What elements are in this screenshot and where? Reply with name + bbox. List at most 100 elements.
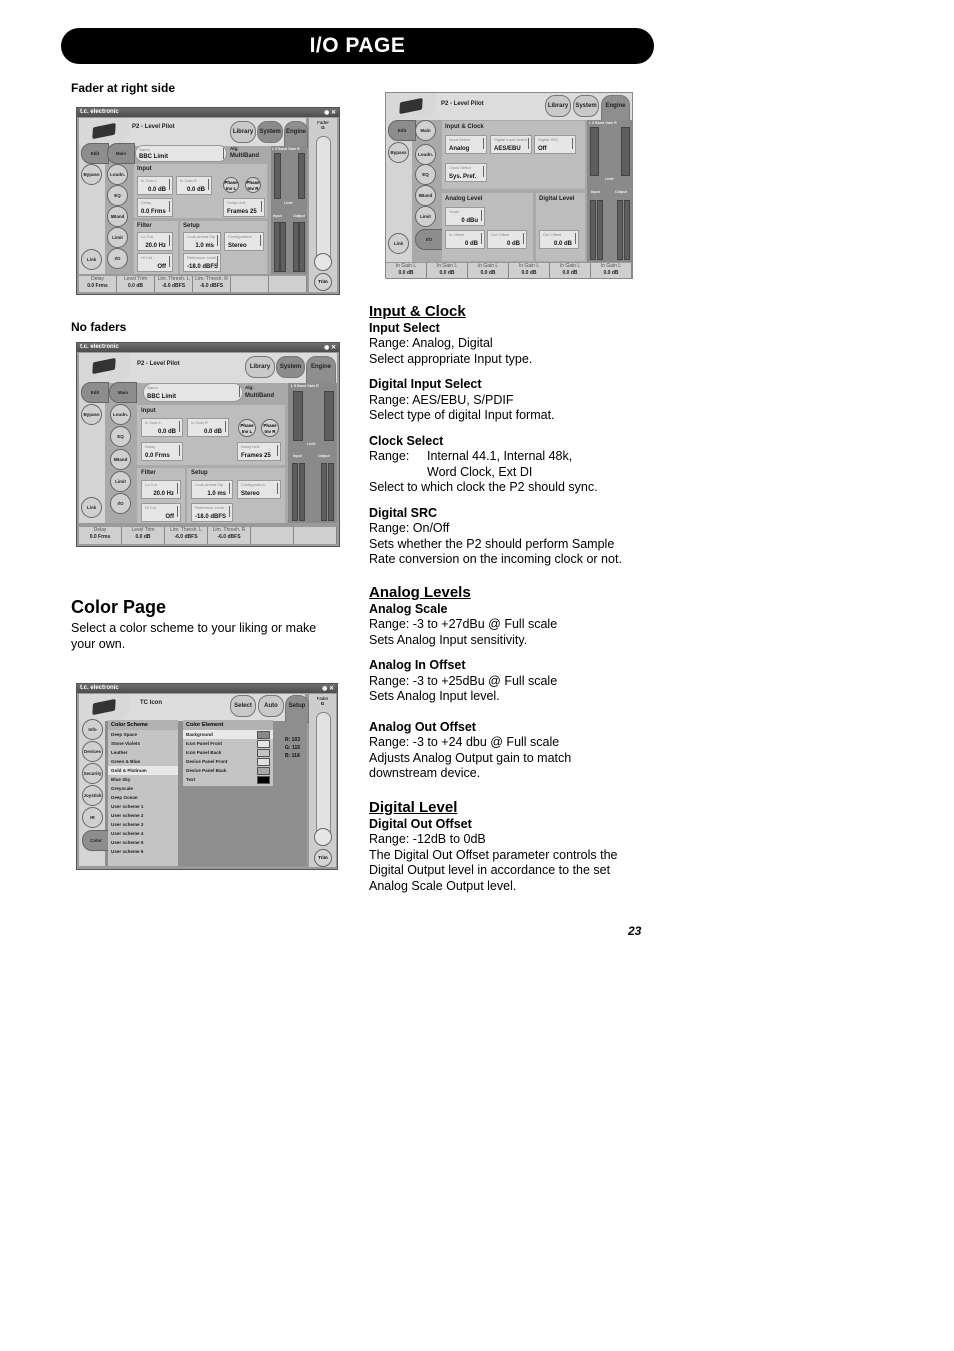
element-item[interactable]: Icon Panel Back — [183, 748, 273, 757]
tab-system[interactable]: System — [276, 356, 305, 378]
subnav-limit[interactable]: Limit — [415, 206, 436, 227]
element-item-selected[interactable]: Background — [183, 730, 273, 739]
reference-level-field[interactable]: Reference Level-18.0 dBFS — [191, 503, 233, 522]
tab-auto[interactable]: Auto — [258, 695, 284, 717]
tab-system[interactable]: System — [573, 95, 599, 117]
subnav-main[interactable]: Main — [109, 382, 137, 403]
subnav-main[interactable]: Main — [415, 120, 436, 141]
subnav-loudness[interactable]: Loudn. — [415, 144, 436, 165]
color-swatch[interactable] — [257, 776, 270, 784]
tab-engine[interactable]: Engine — [306, 356, 336, 385]
subnav-limit[interactable]: Limit — [110, 471, 131, 492]
element-item[interactable]: Device Panel Front — [183, 757, 273, 766]
tab-library[interactable]: Library — [230, 121, 256, 143]
element-item[interactable]: Device Panel Back — [183, 766, 273, 775]
phase-inv-l-button[interactable]: Phase Inv L — [223, 177, 239, 193]
nav-link[interactable]: Link — [81, 249, 102, 270]
trim-button[interactable]: Trim — [314, 273, 332, 291]
fader-knob[interactable] — [314, 828, 332, 846]
scheme-item[interactable]: Deep Space — [111, 732, 138, 737]
tab-system[interactable]: System — [257, 121, 283, 143]
color-swatch[interactable] — [257, 731, 270, 739]
phase-inv-r-button[interactable]: Phase Inv R — [245, 177, 261, 193]
scheme-item[interactable]: User scheme 1 — [111, 804, 144, 809]
tab-library[interactable]: Library — [245, 356, 275, 378]
phase-inv-l-button[interactable]: Phase Inv L — [238, 419, 256, 437]
scheme-item[interactable]: Stone Violets — [111, 741, 141, 746]
tab-engine[interactable]: Engine — [601, 95, 630, 122]
subnav-io[interactable]: I/O — [415, 229, 443, 250]
subnav-eq[interactable]: EQ — [107, 185, 128, 206]
color-swatch[interactable] — [257, 740, 270, 748]
color-swatch[interactable] — [257, 749, 270, 757]
scheme-item[interactable]: User scheme 2 — [111, 813, 144, 818]
scheme-item[interactable]: Deep Ocean — [111, 795, 138, 800]
tab-library[interactable]: Library — [545, 95, 571, 117]
scheme-item[interactable]: Greyscale — [111, 786, 133, 791]
subnav-limit[interactable]: Limit — [107, 227, 128, 248]
scheme-item[interactable]: User scheme 3 — [111, 822, 144, 827]
nav-color[interactable]: Color — [82, 830, 110, 851]
window-controls[interactable]: ◉ ✕ — [322, 686, 334, 692]
nav-edit[interactable]: Edit — [388, 120, 416, 141]
fader-track[interactable] — [316, 136, 331, 266]
subnav-main[interactable]: Main — [107, 143, 135, 164]
phase-inv-r-button[interactable]: Phase Inv R — [261, 419, 279, 437]
nav-edit[interactable]: Edit — [81, 143, 109, 164]
scheme-item[interactable]: Blue Sky — [111, 777, 131, 782]
trim-button[interactable]: Trim — [314, 849, 332, 867]
color-swatch[interactable] — [257, 767, 270, 775]
nav-joystick[interactable]: Joystick — [82, 785, 103, 806]
subnav-loudness[interactable]: Loudn. — [107, 164, 128, 185]
scheme-item[interactable]: Leather — [111, 750, 128, 755]
nav-info[interactable]: Info — [82, 719, 103, 740]
subnav-eq[interactable]: EQ — [110, 426, 131, 447]
scheme-item[interactable]: User scheme 5 — [111, 840, 144, 845]
nav-ir[interactable]: IR — [82, 807, 103, 828]
scheme-item[interactable]: User scheme 4 — [111, 831, 144, 836]
fader-track[interactable] — [316, 712, 331, 844]
window-controls[interactable]: ◉ ✕ — [324, 110, 336, 116]
scheme-item-selected[interactable]: Gold & Platinum — [108, 766, 178, 775]
tab-engine[interactable]: Engine — [284, 121, 308, 148]
scheme-item[interactable]: User scheme 6 — [111, 849, 144, 854]
nav-link[interactable]: Link — [81, 497, 102, 518]
window-controls[interactable]: ◉ ✕ — [324, 345, 336, 351]
nav-bypass[interactable]: Bypass — [81, 164, 102, 185]
subnav-io[interactable]: I/O — [110, 493, 131, 514]
color-swatch[interactable] — [257, 758, 270, 766]
nav-bypass[interactable]: Bypass — [81, 404, 102, 425]
element-item[interactable]: Text — [183, 775, 273, 784]
subnav-5band[interactable]: 5Band — [110, 449, 131, 470]
subnav-io[interactable]: I/O — [107, 248, 128, 269]
subnav-5band[interactable]: 5Band — [107, 206, 128, 227]
nav-devices[interactable]: Devices — [82, 741, 103, 762]
fader-knob[interactable] — [314, 253, 332, 271]
tab-setup[interactable]: Setup — [285, 695, 309, 723]
nav-bypass[interactable]: Bypass — [388, 142, 409, 163]
nav-link[interactable]: Link — [388, 233, 409, 254]
